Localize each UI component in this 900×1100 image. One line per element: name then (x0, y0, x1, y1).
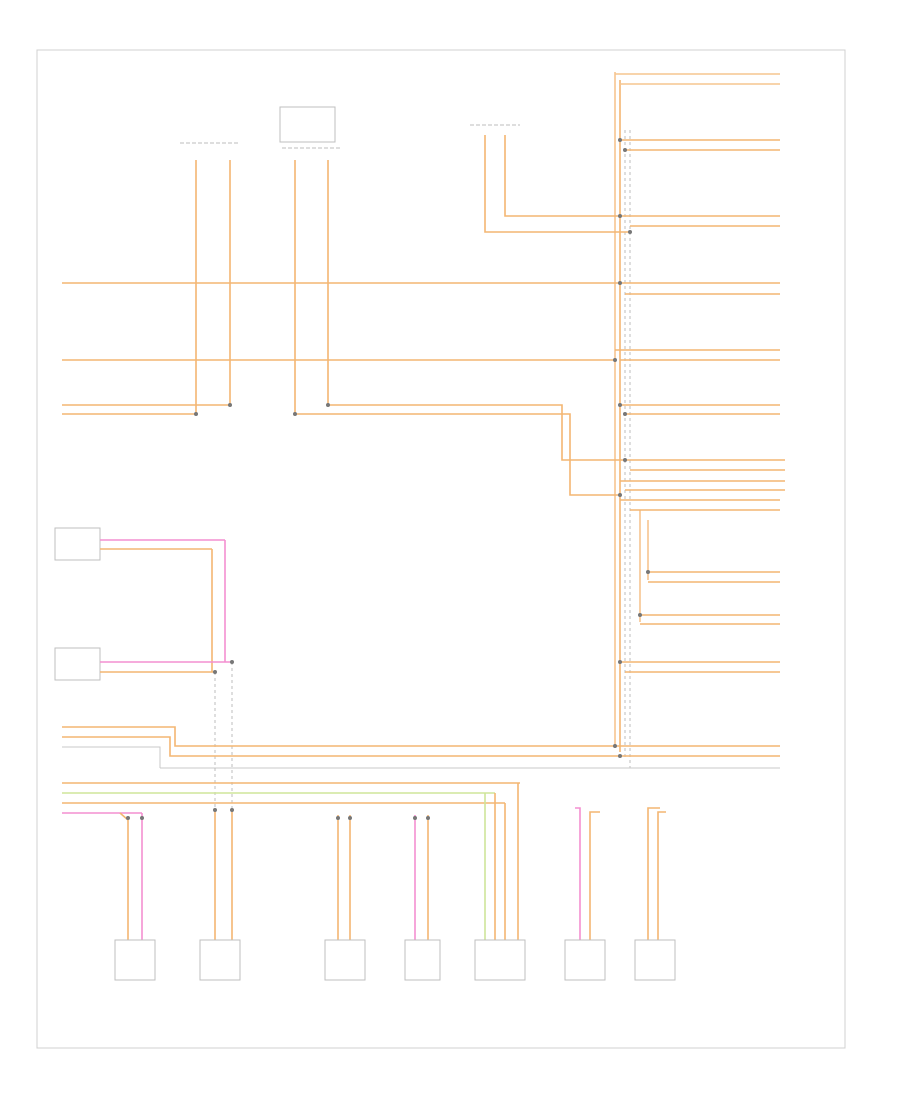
bottom-component-1 (114, 939, 156, 981)
bottom-component-6 (564, 939, 606, 981)
bottom-component-5 (474, 939, 526, 981)
diagram-frame (36, 49, 846, 1049)
bottom-components (114, 939, 676, 981)
right-trunk (614, 72, 649, 768)
junction-dots (126, 138, 650, 820)
lower-bus (62, 726, 666, 940)
bottom-component-7 (634, 939, 676, 981)
bottom-component-2 (199, 939, 241, 981)
bottom-component-4 (404, 939, 441, 981)
left-bus (62, 282, 625, 496)
top-connectors (180, 106, 630, 414)
bottom-component-3 (324, 939, 366, 981)
right-top-harness (160, 73, 785, 769)
left-components (54, 527, 233, 810)
